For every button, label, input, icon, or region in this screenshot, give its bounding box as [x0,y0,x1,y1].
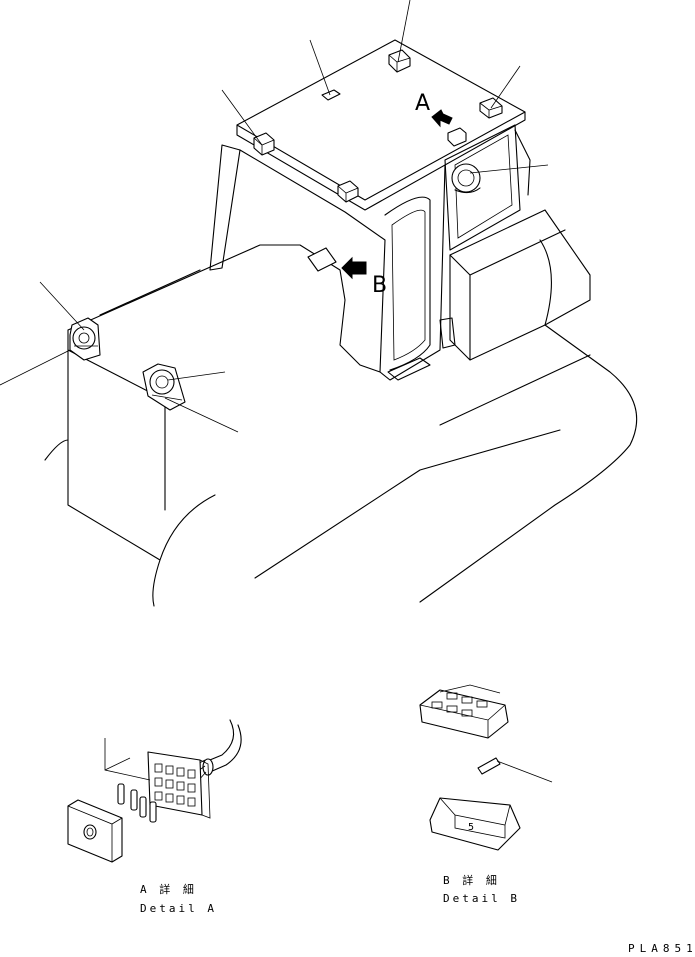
detail-a-caption-jp: A 詳 細 [140,882,197,896]
arrow-b-label: B [372,273,387,298]
hood-plate [307,247,337,272]
front-lamp-right [142,363,186,411]
detail-b-caption-jp: B 詳 細 [443,873,500,887]
detail-b-caption-en: Detail B [443,892,520,905]
cab [209,39,591,381]
crawler-track [152,324,638,607]
detail-a-drawing [67,719,242,863]
leader-lines [0,0,549,433]
drawing-number: PLA8516 [628,942,695,955]
detail-b-cover-mark: 5 [468,822,474,833]
arrow-b: B [341,256,387,298]
machine-body [44,244,381,561]
relay-slots [431,692,488,717]
detail-b-drawing: 5 [419,684,553,851]
cab-side-lamp [451,163,481,194]
fuses [117,783,157,823]
roof-dome-lamp [321,89,341,101]
fuse-block-slots [154,763,196,807]
detail-b-cover: 5 [429,797,521,851]
front-lamp-left [69,317,101,361]
arrow-a: A [415,91,453,128]
roof-lamp-front [337,180,359,203]
fuse-box-cover [67,799,123,863]
detail-a-caption-en: Detail A [140,902,217,915]
arrow-a-label: A [415,91,430,116]
roof-lamp-front-right [447,127,467,147]
roof-lamp-rear [388,49,411,73]
